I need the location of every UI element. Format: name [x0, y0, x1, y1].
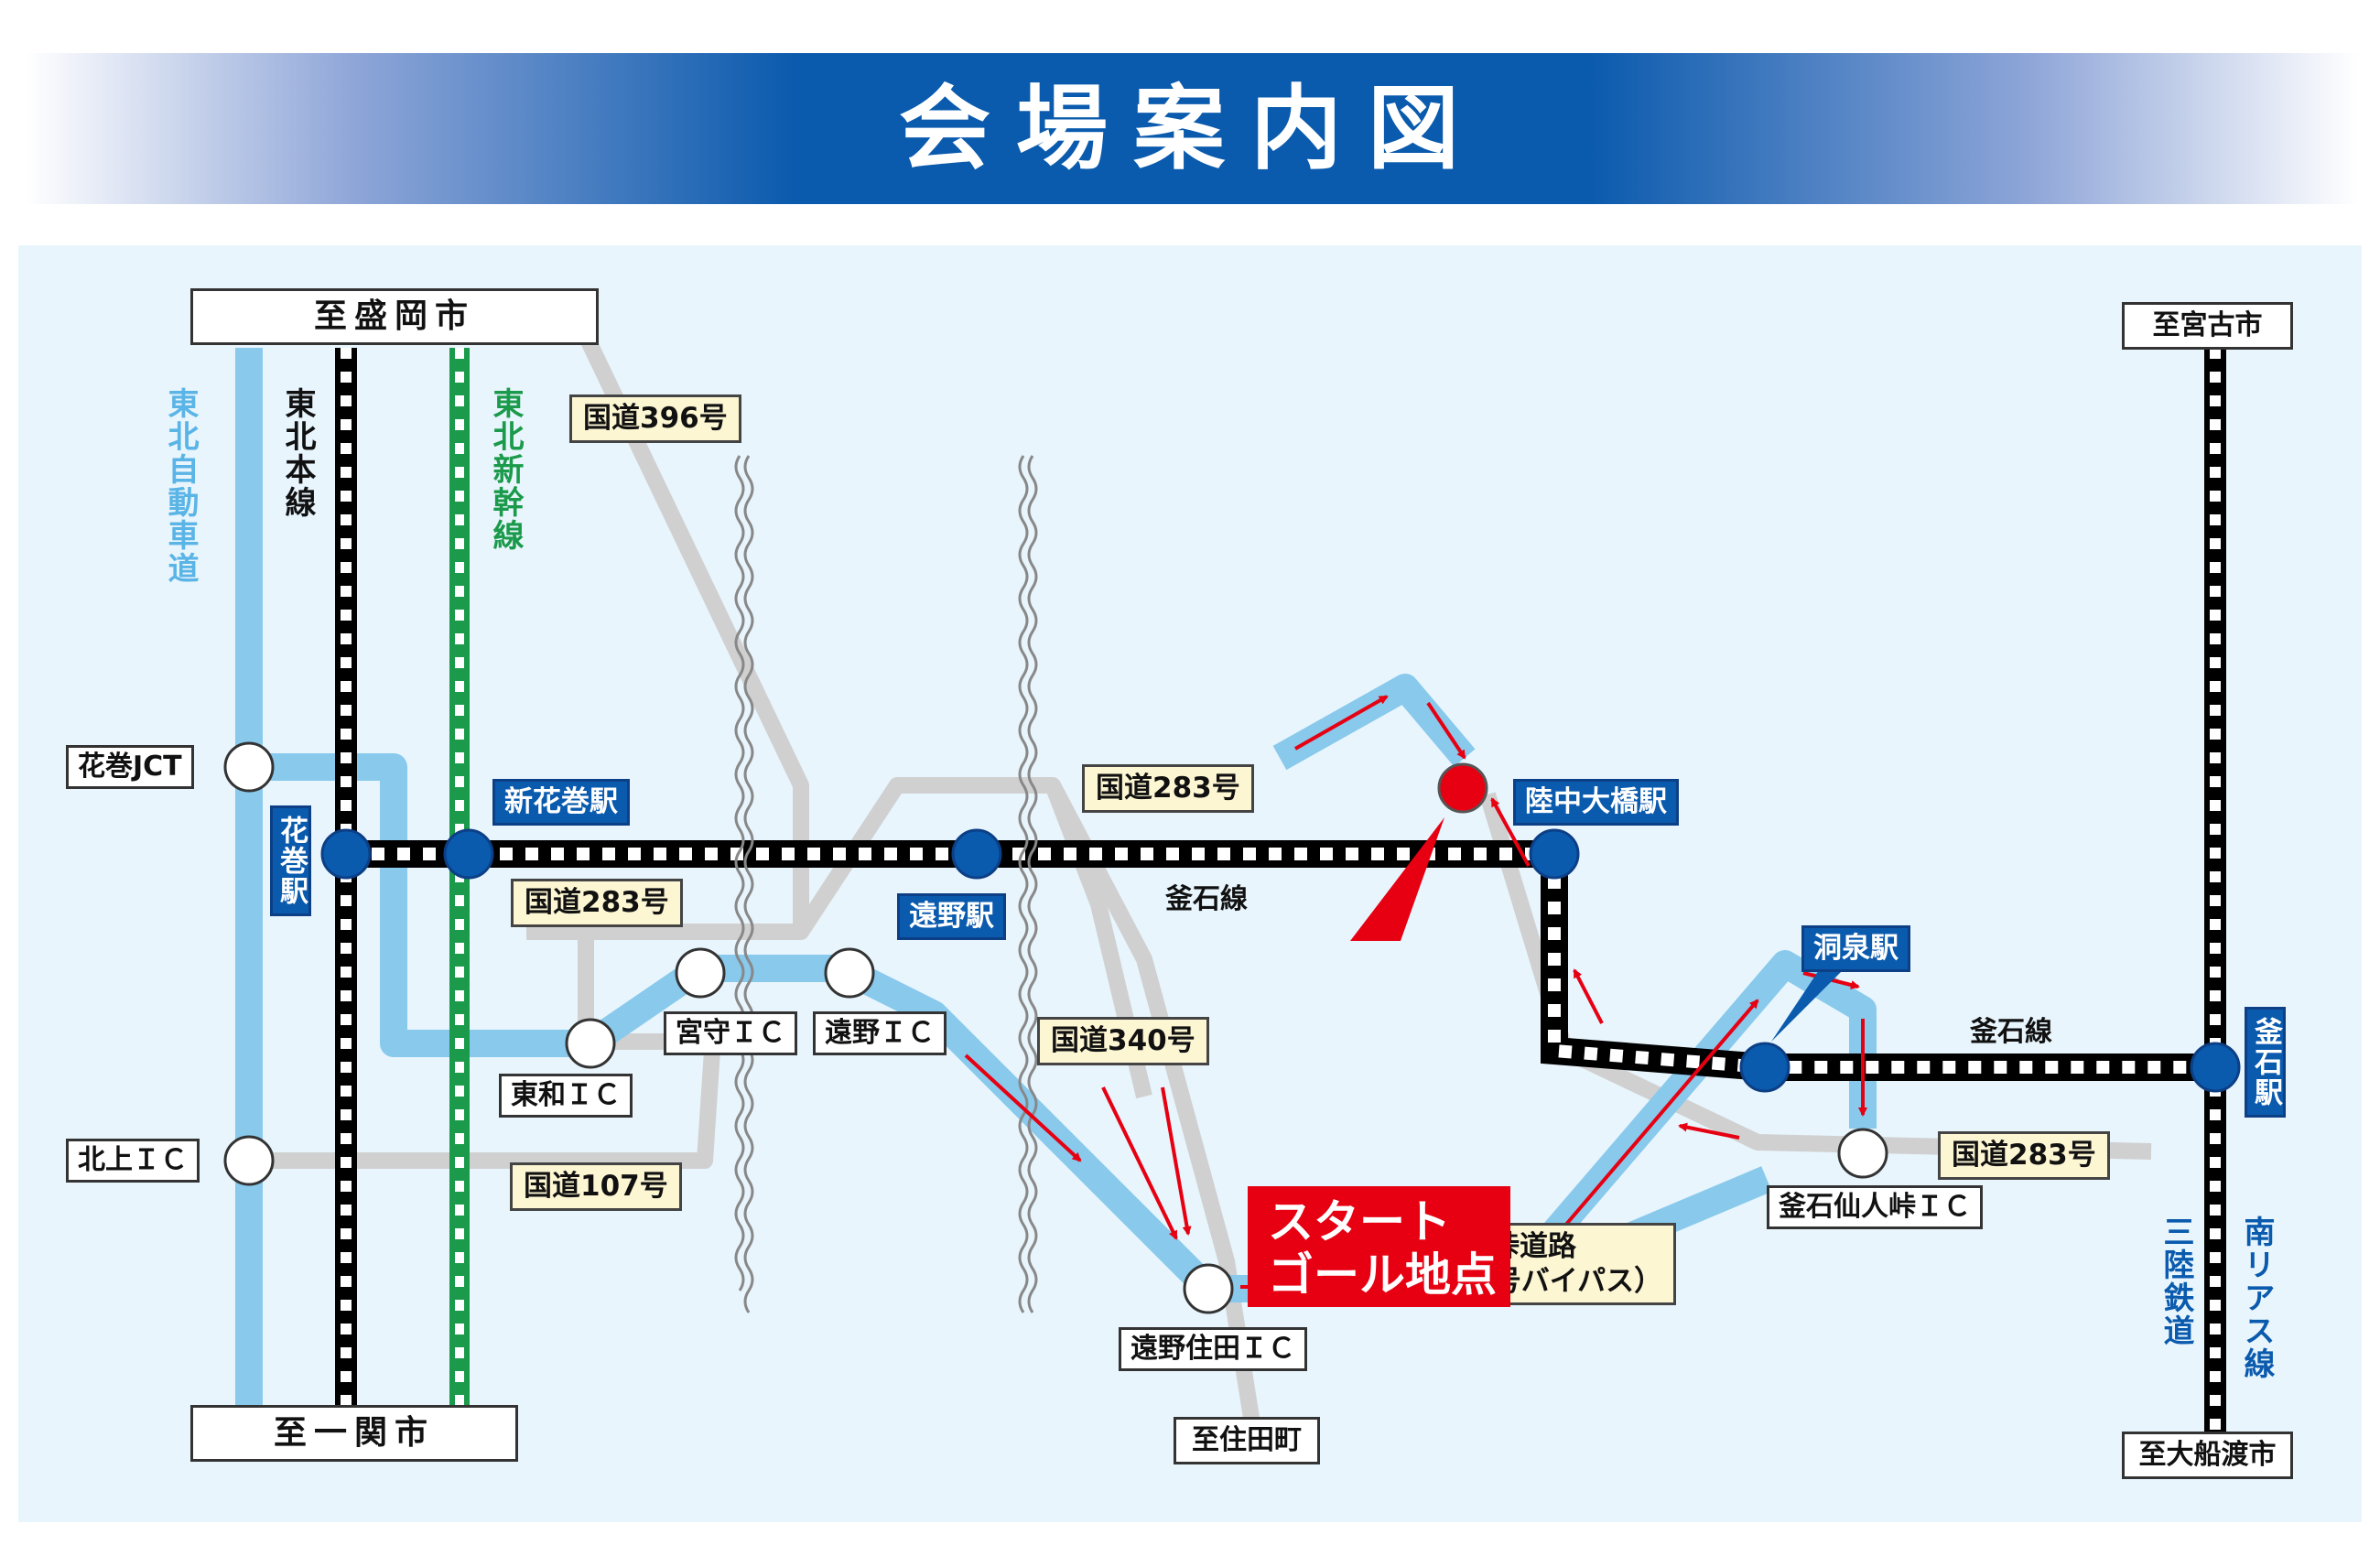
start-goal-callout: スタート ゴール地点: [1248, 1186, 1510, 1307]
shin-hanamaki-station-marker: [443, 828, 494, 880]
kamaishi-line: [346, 840, 2215, 1081]
start-goal-marker: [1437, 762, 1488, 814]
tono-station-marker: [951, 828, 1002, 880]
callout-pointer: [1350, 817, 1444, 941]
rias-line-label: 南リアス線: [2238, 1216, 2275, 1380]
tohoku-expressway-label: 東北自動車道: [162, 387, 199, 585]
hanamaki-jct-marker: [223, 741, 275, 793]
arrow-6: [964, 1054, 1082, 1162]
dosen-station-marker: [1739, 1042, 1790, 1093]
shin-hanamaki-station-label: 新花巻駅: [492, 779, 630, 826]
hanamaki-station-marker: [320, 828, 372, 880]
kamaishi-line-label-1: 釜石線: [1165, 883, 1248, 915]
dest-sumita: 至住田町: [1174, 1417, 1320, 1464]
dest-ofunato: 至大船渡市: [2122, 1432, 2293, 1479]
miyamori-ic-marker: [675, 947, 726, 999]
arrow-7: [1101, 1086, 1178, 1240]
map-break-lines: [734, 455, 1038, 1313]
station-markers: [320, 828, 2241, 1093]
miyamori-ic-label: 宮守ＩＣ: [664, 1011, 797, 1055]
tono-station-label: 遠野駅: [897, 893, 1006, 940]
tono-ic-label: 遠野ＩＣ: [813, 1011, 947, 1055]
dest-ichinoseki: 至一関市: [190, 1405, 518, 1462]
route-107-line: [252, 1022, 722, 1169]
sanriku-railway-label: 三陸鉄道: [2158, 1216, 2194, 1347]
dosen-label-pointer: [1771, 959, 1854, 1042]
tono-ic-marker: [824, 947, 875, 999]
kamaishi-station-label: 釜石駅: [2245, 1007, 2286, 1118]
interchange-markers: [223, 741, 1888, 1314]
break-line-right: [1018, 455, 1029, 1313]
route-340-label: 国道340号: [1037, 1017, 1209, 1065]
upper-red-route-road: [1272, 674, 1476, 771]
route-283-label-east: 国道283号: [1938, 1131, 2110, 1180]
rikuchu-ohashi-station-label: 陸中大橋駅: [1513, 779, 1679, 826]
hanamaki-jct-label: 花巻JCT: [66, 745, 194, 789]
dosen-station-label: 洞泉駅: [1801, 925, 1910, 972]
hanamaki-station-label: 花巻駅: [270, 805, 311, 916]
kamaishi-line-label-2: 釜石線: [1970, 1016, 2052, 1048]
route-396-line: [570, 317, 809, 932]
dest-morioka: 至盛岡市: [190, 288, 599, 345]
towa-ic-marker: [565, 1018, 616, 1069]
page-title: 会場案内図: [899, 75, 1485, 182]
route-107-label: 国道107号: [510, 1162, 682, 1211]
callout-start-text: スタート: [1268, 1195, 1451, 1248]
arrow-10: [1541, 999, 1759, 1254]
arrow-3: [1490, 797, 1531, 867]
kitakami-ic-marker: [223, 1135, 275, 1186]
route-map: [223, 317, 2241, 1437]
arrow-8: [1161, 1086, 1192, 1236]
tono-sumita-ic-marker: [1183, 1263, 1234, 1314]
tono-sumita-ic-label: 遠野住田ＩＣ: [1119, 1327, 1307, 1371]
kamaishi-sennintoge-ic-marker: [1837, 1128, 1888, 1179]
title-banner: 会場案内図: [26, 53, 2358, 204]
arrow-2: [1426, 701, 1466, 760]
route-396-label: 国道396号: [569, 394, 741, 443]
arrow-4: [1573, 968, 1604, 1024]
kamaishi-sennintoge-ic-label: 釜石仙人峠ＩＣ: [1767, 1185, 1983, 1229]
rikuchu-ohashi-station-marker: [1529, 828, 1580, 880]
kamaishi-station-marker: [2190, 1042, 2241, 1093]
tohoku-main-line-label: 東北本線: [279, 387, 316, 519]
callout-goal-text: ゴール地点: [1268, 1248, 1497, 1302]
towa-ic-label: 東和ＩＣ: [499, 1074, 633, 1118]
break-line-left: [734, 455, 745, 1291]
route-283-label-west: 国道283号: [511, 879, 683, 927]
arrow-5: [1678, 1122, 1740, 1140]
map-area: 至盛岡市 至一関市 至宮古市 至大船渡市 至住田町 東北自動車道 東北本線 東北…: [18, 245, 2362, 1522]
tohoku-shinkansen-label: 東北新幹線: [487, 387, 524, 552]
arrow-1: [1294, 695, 1389, 751]
kitakami-ic-label: 北上ＩＣ: [66, 1139, 200, 1183]
dest-miyako: 至宮古市: [2122, 302, 2293, 350]
route-283-label-north: 国道283号: [1082, 764, 1254, 813]
